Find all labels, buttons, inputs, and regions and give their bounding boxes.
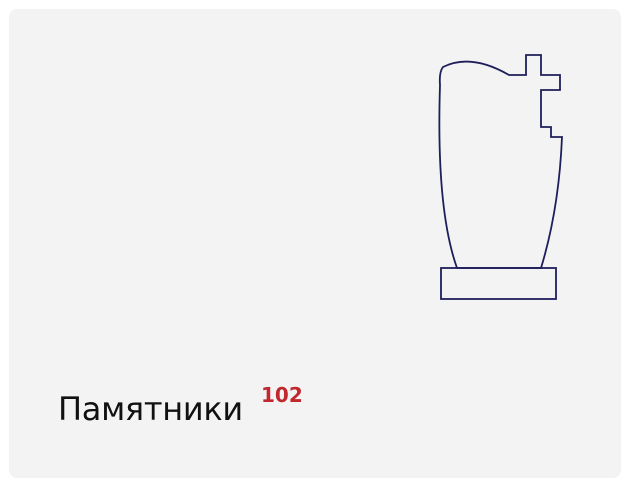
card-title: Памятники bbox=[58, 390, 243, 428]
category-card-monuments[interactable]: Памятники 102 bbox=[9, 9, 621, 478]
monument-icon bbox=[438, 54, 563, 300]
item-count-badge: 102 bbox=[261, 383, 303, 407]
